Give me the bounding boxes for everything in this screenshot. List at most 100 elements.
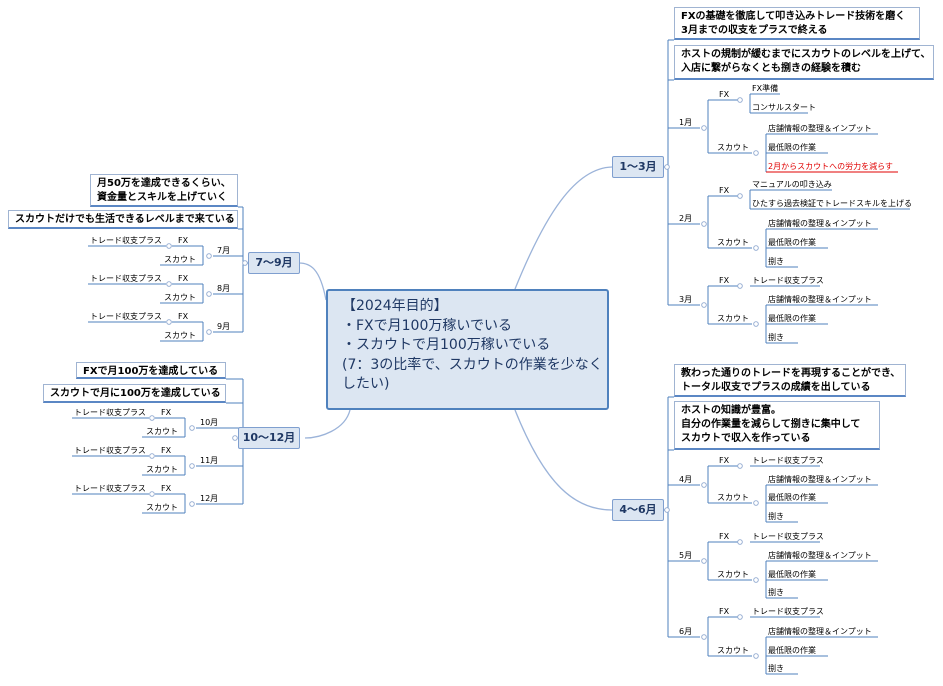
month-label[interactable]: 6月: [679, 627, 693, 636]
fx-item[interactable]: トレード収支プラス: [74, 484, 146, 493]
fx-item[interactable]: トレード収支プラス: [752, 276, 824, 285]
scout-label[interactable]: スカウト: [146, 503, 178, 512]
scout-item[interactable]: 店舗情報の整理＆インプット: [768, 475, 872, 484]
goal-text-line: 資金量とスキルを上げていく: [97, 192, 227, 203]
scout-item[interactable]: 捌き: [768, 257, 784, 266]
q3-goal-note[interactable]: スカウトだけでも生活できるレベルまで来ている: [8, 210, 238, 229]
collapse-toggle: [242, 260, 248, 266]
fx-item[interactable]: FX準備: [752, 84, 779, 93]
connector-q1: [514, 166, 613, 290]
fx-label[interactable]: FX: [719, 532, 730, 541]
q4-goal-note[interactable]: スカウトで月に100万を達成している: [43, 384, 226, 403]
scout-label[interactable]: スカウト: [717, 143, 749, 152]
fx-label[interactable]: FX: [178, 236, 189, 245]
scout-item[interactable]: 最低限の作業: [768, 238, 816, 247]
fx-item[interactable]: トレード収支プラス: [90, 236, 162, 245]
fx-label[interactable]: FX: [719, 607, 730, 616]
scout-label[interactable]: スカウト: [717, 314, 749, 323]
goal-text-line: 教わった通りのトレードを再現することができ、: [681, 368, 901, 379]
scout-item[interactable]: 最低限の作業: [768, 570, 816, 579]
month-label[interactable]: 7月: [217, 246, 231, 255]
central-line: ・スカウトで月100万稼いでいる: [342, 337, 551, 353]
fx-label[interactable]: FX: [719, 186, 730, 195]
scout-label[interactable]: スカウト: [164, 293, 196, 302]
central-topic[interactable]: 【2024年目的】 ・FXで月100万稼いでいる ・スカウトで月100万稼いでい…: [326, 289, 609, 410]
q4-goal-note[interactable]: FXで月100万を達成している: [76, 362, 226, 379]
goal-text-line: ホストの知識が豊富。: [681, 405, 781, 416]
fx-label[interactable]: FX: [161, 446, 172, 455]
fx-label[interactable]: FX: [719, 456, 730, 465]
month-label[interactable]: 4月: [679, 475, 693, 484]
fx-item[interactable]: トレード収支プラス: [74, 446, 146, 455]
scout-item[interactable]: 捌き: [768, 333, 784, 342]
fx-item[interactable]: トレード収支プラス: [752, 607, 824, 616]
scout-item[interactable]: 店舗情報の整理＆インプット: [768, 219, 872, 228]
q4-node[interactable]: 10～12月: [238, 427, 300, 449]
scout-item[interactable]: 店舗情報の整理＆インプット: [768, 627, 872, 636]
scout-item[interactable]: 最低限の作業: [768, 143, 816, 152]
goal-text-line: 自分の作業量を減らして捌きに集中して: [681, 419, 861, 430]
month-label[interactable]: 5月: [679, 551, 693, 560]
month-label[interactable]: 11月: [200, 456, 219, 465]
scout-item[interactable]: 最低限の作業: [768, 493, 816, 502]
fx-label[interactable]: FX: [719, 90, 730, 99]
scout-label[interactable]: スカウト: [164, 255, 196, 264]
q2-node[interactable]: 4～6月: [612, 499, 664, 521]
fx-label[interactable]: FX: [178, 274, 189, 283]
collapse-toggle: [701, 221, 707, 227]
month-label[interactable]: 8月: [217, 284, 231, 293]
scout-label[interactable]: スカウト: [717, 646, 749, 655]
scout-item[interactable]: 店舗情報の整理＆インプット: [768, 551, 872, 560]
scout-label[interactable]: スカウト: [717, 570, 749, 579]
q3-goal-note[interactable]: 月50万を達成できるくらい、資金量とスキルを上げていく: [90, 174, 238, 207]
fx-label[interactable]: FX: [178, 312, 189, 321]
fx-label[interactable]: FX: [161, 408, 172, 417]
collapse-toggle: [753, 150, 759, 156]
q3-node[interactable]: 7～9月: [248, 252, 300, 274]
q2-goal-note[interactable]: 教わった通りのトレードを再現することができ、トータル収支でプラスの成績を出してい…: [674, 364, 906, 397]
collapse-toggle: [737, 463, 743, 469]
fx-item[interactable]: マニュアルの叩き込み: [752, 180, 832, 189]
scout-item[interactable]: 店舗情報の整理＆インプット: [768, 124, 872, 133]
scout-item[interactable]: 店舗情報の整理＆インプット: [768, 295, 872, 304]
fx-item[interactable]: トレード収支プラス: [74, 408, 146, 417]
scout-label[interactable]: スカウト: [146, 465, 178, 474]
collapse-toggle: [232, 435, 238, 441]
month-label[interactable]: 3月: [679, 295, 693, 304]
goal-text-line: スカウトで月に100万を達成している: [50, 388, 221, 399]
fx-label[interactable]: FX: [161, 484, 172, 493]
month-label[interactable]: 12月: [200, 494, 219, 503]
fx-item[interactable]: トレード収支プラス: [752, 456, 824, 465]
fx-item[interactable]: トレード収支プラス: [90, 312, 162, 321]
scout-item[interactable]: 捌き: [768, 588, 784, 597]
q2-goal-note[interactable]: ホストの知識が豊富。自分の作業量を減らして捌きに集中してスカウトで収入を作ってい…: [674, 401, 880, 450]
scout-item[interactable]: 捌き: [768, 664, 784, 673]
fx-item[interactable]: ひたすら過去検証でトレードスキルを上げる: [752, 199, 912, 208]
connector-q3: [298, 262, 327, 301]
goal-text-line: 入店に繋がらなくとも捌きの経験を積む: [681, 63, 861, 74]
collapse-toggle: [664, 164, 670, 170]
goal-text-line: スカウトだけでも生活できるレベルまで来ている: [15, 214, 235, 225]
fx-item[interactable]: トレード収支プラス: [752, 532, 824, 541]
goal-text-line: 3月までの収支をプラスで終える: [681, 25, 828, 36]
scout-item[interactable]: 最低限の作業: [768, 314, 816, 323]
month-label[interactable]: 9月: [217, 322, 231, 331]
scout-label[interactable]: スカウト: [717, 238, 749, 247]
fx-label[interactable]: FX: [719, 276, 730, 285]
scout-item[interactable]: 最低限の作業: [768, 646, 816, 655]
collapse-toggle: [701, 558, 707, 564]
scout-item[interactable]: 捌き: [768, 512, 784, 521]
scout-label[interactable]: スカウト: [717, 493, 749, 502]
month-label[interactable]: 10月: [200, 418, 219, 427]
scout-label[interactable]: スカウト: [146, 427, 178, 436]
fx-item[interactable]: コンサルスタート: [752, 103, 816, 112]
q1-node[interactable]: 1～3月: [612, 156, 664, 178]
scout-item[interactable]: 2月からスカウトへの労力を減らす: [768, 162, 893, 171]
q1-goal-note[interactable]: ホストの規制が緩むまでにスカウトのレベルを上げて、入店に繋がらなくとも捌きの経験…: [674, 45, 934, 80]
fx-item[interactable]: トレード収支プラス: [90, 274, 162, 283]
scout-label[interactable]: スカウト: [164, 331, 196, 340]
month-label[interactable]: 2月: [679, 214, 693, 223]
month-label[interactable]: 1月: [679, 118, 693, 127]
